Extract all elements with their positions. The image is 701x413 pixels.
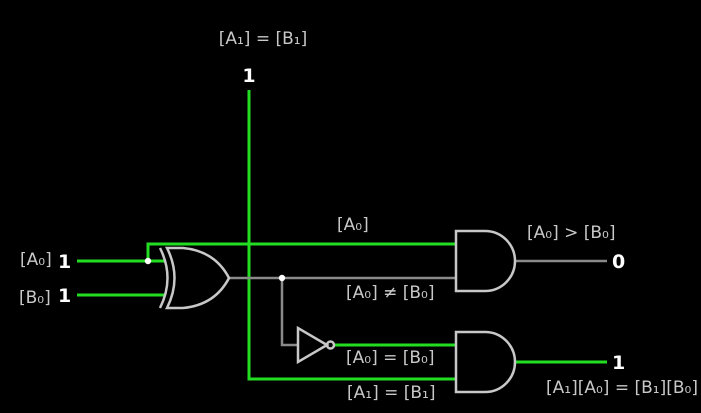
and-gate-bottom xyxy=(454,330,517,394)
label-output-eq: [A₁][A₀] = [B₁][B₀] xyxy=(546,378,698,398)
label-a0-eq-b0: [A₀] = [B₀] xyxy=(346,348,435,368)
label-a1-eq-b1: [A₁] = [B₁] xyxy=(347,383,436,403)
wire-a1-eq-b1 xyxy=(247,90,456,381)
value-out-eq: 1 xyxy=(612,352,625,374)
xor-gate xyxy=(158,246,231,310)
not-gate xyxy=(296,325,336,365)
junction-dot-a0 xyxy=(144,257,152,265)
wire-a0-branch xyxy=(146,242,456,261)
label-a0-gt-b0: [A₀] > [B₀] xyxy=(527,223,616,243)
label-input-b0: [B₀] xyxy=(19,288,51,308)
wire-to-not xyxy=(280,278,298,347)
label-a0-neq-b0: [A₀] ≠ [B₀] xyxy=(346,283,435,303)
value-input-a0: 1 xyxy=(58,251,71,273)
value-top-a1-eq-b1: 1 xyxy=(242,65,255,87)
label-wire-a0: [A₀] xyxy=(337,215,369,235)
value-input-b0: 1 xyxy=(58,285,71,307)
junction-dot-xor xyxy=(278,274,286,282)
value-out-gt: 0 xyxy=(612,251,625,273)
label-top-a1-eq-b1: [A₁] = [B₁] xyxy=(219,29,308,49)
and-gate-top xyxy=(454,229,517,293)
label-input-a0: [A₀] xyxy=(20,250,52,270)
